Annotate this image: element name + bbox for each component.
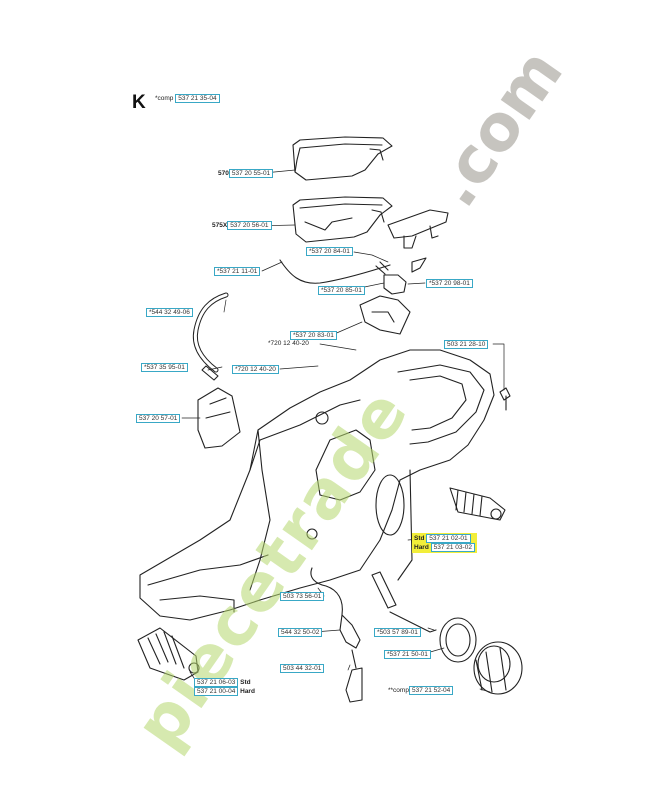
callout-537-21-11-part[interactable]: *537 21 11-01: [214, 267, 261, 276]
callout-std-hard-right: Std 537 21 02-01 Hard 537 21 03-02: [412, 533, 477, 553]
callout-503-44-32-part[interactable]: 503 44 32-01: [280, 664, 325, 673]
callout-720-12-40: *720 12 40-20: [232, 365, 279, 374]
callout-537-35-95: *537 35 95-01: [141, 363, 188, 372]
callout-544-32-50-part[interactable]: 544 32 50-02: [278, 628, 323, 637]
callout-537-21-11: *537 21 11-01: [214, 267, 261, 276]
std-part[interactable]: 537 21 02-01: [426, 534, 471, 543]
callout-570-part[interactable]: 537 20 55-01: [228, 169, 274, 178]
callout-537-20-98-part[interactable]: *537 20 98-01: [426, 279, 473, 288]
av-spring-left: [137, 627, 200, 681]
av-spring-right: [449, 487, 506, 521]
callout-544-32-49: *544 32 49-06: [146, 308, 193, 317]
callout-537-21-50: *537 21 50-01: [384, 650, 431, 659]
bottom-hard-part[interactable]: 537 21 00-04: [194, 687, 239, 696]
section-letter: K: [132, 92, 146, 113]
throttle-lockout-part: [387, 209, 449, 249]
callout-537-20-84: *537 20 84-01: [306, 247, 353, 256]
callout-575-part[interactable]: 537 20 56-01: [227, 221, 272, 230]
callout-503-21-28-part[interactable]: 503 21 28-10: [444, 340, 489, 349]
bottom-hard-suffix: Hard: [240, 688, 255, 695]
callout-503-73-56: 503 73 56-01: [280, 592, 325, 601]
callout-537-20-83-part[interactable]: *537 20 83-01: [290, 331, 337, 340]
callout-bottom-hard: 537 21 00-04 Hard: [194, 687, 255, 696]
fuel-tank-housing: [139, 349, 495, 621]
callout-503-57-89: *503 57 89-01: [374, 628, 421, 637]
comp2-part[interactable]: 537 21 52-04: [408, 686, 454, 695]
callout-537-20-98: *537 20 98-01: [426, 279, 473, 288]
callout-544-32-50: 544 32 50-02: [278, 628, 323, 637]
callout-537-20-84-part[interactable]: *537 20 84-01: [306, 247, 353, 256]
callout-503-73-56-part[interactable]: 503 73 56-01: [280, 592, 325, 601]
callout-575-prefix: 575X: [212, 222, 228, 229]
bottom-std-suffix: Std: [240, 679, 251, 686]
cylinder-cover-575x: [292, 196, 393, 243]
bottom-std-part[interactable]: 537 21 06-03: [194, 678, 239, 687]
callout-503-44-32: 503 44 32-01: [280, 664, 325, 673]
callout-503-21-28: 503 21 28-10: [444, 340, 489, 349]
comp2-prefix: **comp: [388, 687, 409, 694]
callout-537-20-57-part[interactable]: 537 20 57-01: [136, 414, 181, 423]
spring-parts: [383, 257, 427, 295]
throttle-wire: [279, 259, 391, 284]
throttle-trigger: [359, 295, 411, 335]
callout-720-12-40-part[interactable]: *720 12 40-20: [232, 365, 279, 374]
header-part-number[interactable]: 537 21 35-04: [175, 94, 220, 103]
cylinder-cover-570: [292, 136, 393, 181]
callout-537-21-50-part[interactable]: *537 21 50-01: [384, 650, 431, 659]
hard-label: Hard: [414, 544, 429, 551]
callout-537-35-95-part[interactable]: *537 35 95-01: [141, 363, 188, 372]
header-comp-label: *comp 537 21 35-04: [155, 94, 220, 103]
callout-544-32-49-part[interactable]: *544 32 49-06: [146, 308, 193, 317]
fuel-cap: [473, 641, 523, 695]
callout-bottom-std: 537 21 06-03 Std: [194, 678, 251, 687]
callout-537-20-85-part[interactable]: *537 20 85-01: [318, 286, 365, 295]
screw-right: [499, 387, 511, 411]
callout-503-57-89-part[interactable]: *503 57 89-01: [374, 628, 421, 637]
hard-part[interactable]: 537 21 03-02: [430, 543, 475, 552]
header-prefix: *comp: [155, 95, 174, 102]
callout-720-12-40-text: *720 12 40-20: [268, 340, 309, 347]
tank-vent: [371, 571, 437, 633]
filler-cap-seal: [439, 617, 477, 663]
std-label: Std: [414, 535, 425, 542]
callout-537-20-83: *537 20 83-01: [290, 331, 337, 340]
callout-537-20-85: *537 20 85-01: [318, 286, 365, 295]
callout-570-prefix: 570: [218, 170, 229, 177]
heat-shield: [197, 387, 241, 449]
callout-537-20-57: 537 20 57-01: [136, 414, 181, 423]
fuel-hose: [192, 292, 229, 373]
